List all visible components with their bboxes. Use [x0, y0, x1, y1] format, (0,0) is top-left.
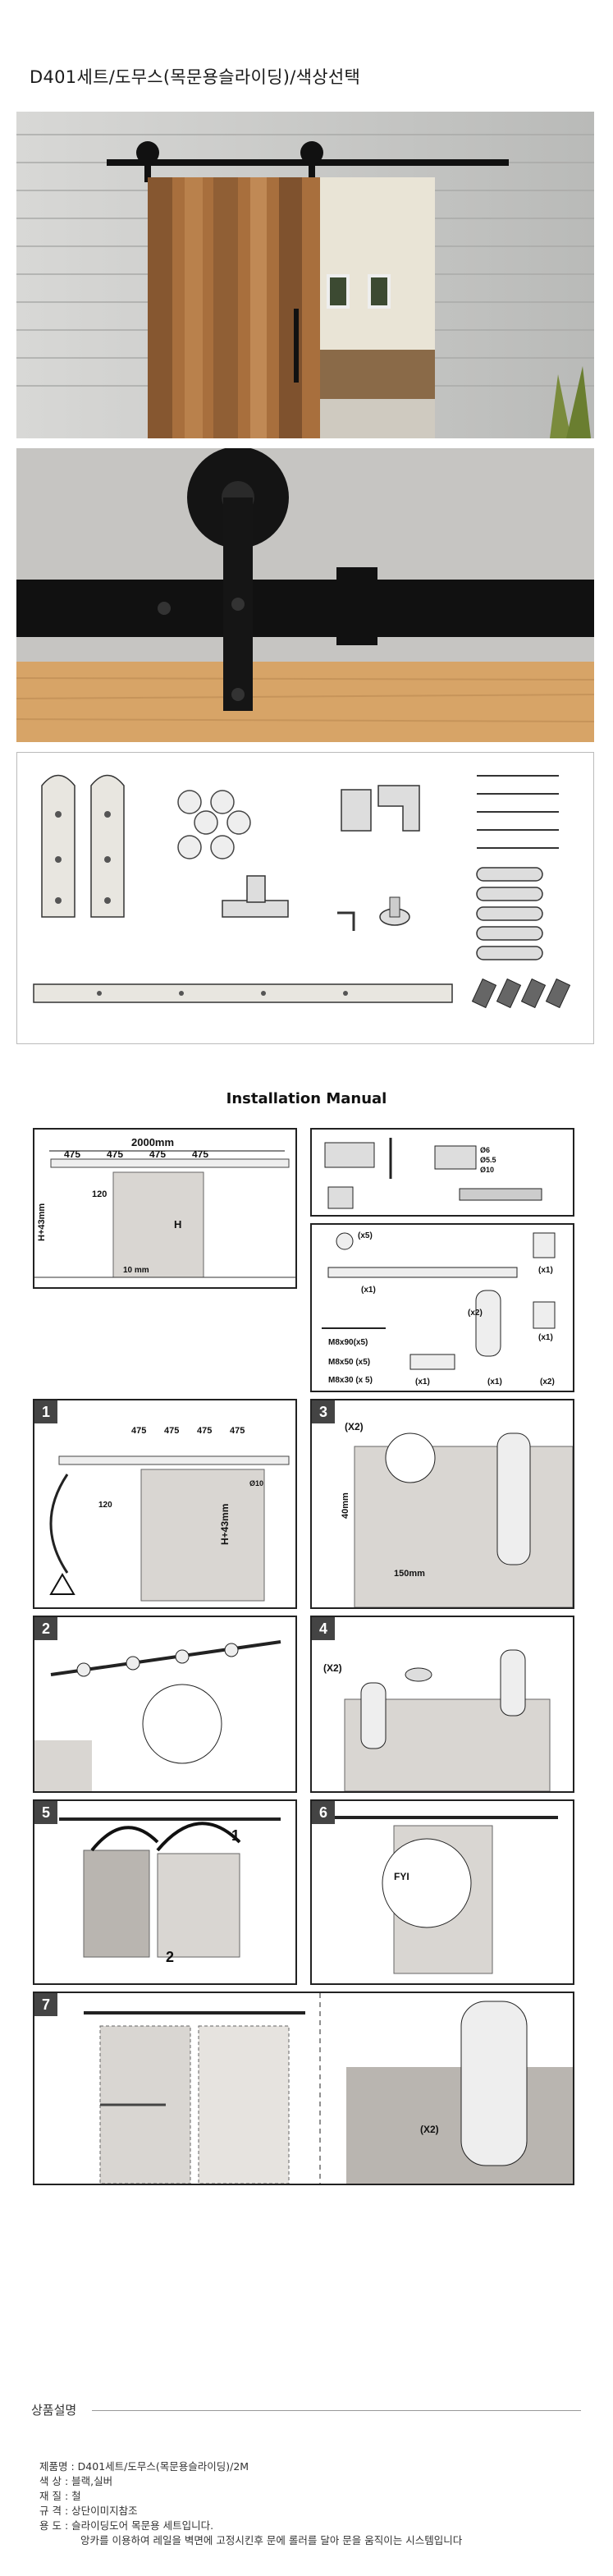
section-divider	[92, 2410, 581, 2411]
svg-text:Ø5.5: Ø5.5	[480, 1156, 496, 1164]
svg-text:475: 475	[192, 1148, 208, 1160]
svg-text:FYI: FYI	[394, 1871, 409, 1882]
spec-row: 색 상 : 블랙,실버	[39, 2475, 113, 2487]
svg-text:150mm: 150mm	[394, 1569, 425, 1579]
svg-text:1: 1	[231, 1827, 240, 1844]
svg-text:(x5): (x5)	[358, 1231, 373, 1240]
svg-text:120: 120	[92, 1189, 107, 1199]
svg-text:(x2): (x2)	[540, 1377, 555, 1387]
svg-text:(x1): (x1)	[415, 1377, 430, 1387]
svg-text:475: 475	[107, 1148, 123, 1160]
step-5-diagram: 5 1 2	[33, 1799, 297, 1985]
step-4-diagram: 4 (X2)	[310, 1616, 574, 1793]
spec-row: 제품명 : D401세트/도무스(목문용슬라이딩)/2M	[39, 2460, 249, 2473]
svg-text:M8x50 (x5): M8x50 (x5)	[328, 1358, 370, 1367]
parts-diagram: (x5) (x1) (x2) (x1) (x1) M8x90(x5) M8x50…	[310, 1223, 574, 1392]
svg-text:2: 2	[166, 1949, 174, 1965]
svg-text:M8x90(x5): M8x90(x5)	[328, 1338, 368, 1347]
spec-row: 규 격 : 상단이미지참조	[39, 2505, 138, 2517]
step-7-diagram: 7 (X2)	[33, 1992, 574, 2185]
kit-contents-panel	[16, 752, 594, 1044]
svg-text:(x1): (x1)	[538, 1333, 553, 1342]
product-photo-door	[16, 112, 594, 438]
dimensions-diagram: 2000mm 475 475 475 475 120 H+43mm H 10 m…	[33, 1128, 297, 1289]
svg-text:Ø6: Ø6	[480, 1146, 490, 1154]
svg-text:(X2): (X2)	[323, 1662, 342, 1674]
svg-text:475: 475	[131, 1426, 146, 1436]
tools-diagram: Ø6 Ø5.5 Ø10	[310, 1128, 574, 1217]
svg-text:475: 475	[64, 1148, 80, 1160]
svg-text:(X2): (X2)	[345, 1421, 364, 1432]
svg-text:475: 475	[149, 1148, 166, 1160]
spec-row: 용 도 : 슬라이딩도어 목문용 세트입니다.	[39, 2519, 214, 2532]
svg-text:(x2): (x2)	[468, 1309, 483, 1318]
hanger-icon	[41, 774, 125, 918]
product-info-title: 상품설명	[31, 2403, 77, 2418]
svg-text:2000mm: 2000mm	[131, 1136, 174, 1148]
svg-text:H: H	[174, 1218, 181, 1231]
svg-text:10 mm: 10 mm	[123, 1266, 149, 1275]
svg-text:M8x30 (x 5): M8x30 (x 5)	[328, 1376, 373, 1385]
svg-text:120: 120	[98, 1501, 112, 1510]
svg-text:(x1): (x1)	[487, 1377, 502, 1387]
svg-text:Ø10: Ø10	[480, 1166, 494, 1174]
step-6-diagram: 6 FYI	[310, 1799, 574, 1985]
svg-text:(x1): (x1)	[361, 1286, 376, 1295]
step-1-diagram: 1 475 475 475 475 120 H+43mm Ø10	[33, 1399, 297, 1609]
spec-row: 재 질 : 철	[39, 2490, 81, 2502]
svg-text:(X2): (X2)	[420, 2124, 439, 2135]
svg-text:Ø10: Ø10	[249, 1479, 263, 1487]
svg-text:H+43mm: H+43mm	[37, 1203, 47, 1241]
svg-text:475: 475	[197, 1426, 212, 1436]
step-3-diagram: 3 (X2) 40mm 150mm	[310, 1399, 574, 1609]
page-title: D401세트/도무스(목문용슬라이딩)/색상선택	[30, 67, 361, 87]
svg-text:475: 475	[164, 1426, 179, 1436]
svg-text:475: 475	[230, 1426, 245, 1436]
svg-text:H+43mm: H+43mm	[219, 1504, 231, 1545]
svg-text:40mm: 40mm	[341, 1492, 350, 1519]
spec-row: 앙카를 이용하여 레일을 벽면에 고정시킨후 문에 롤러를 달아 문을 움직이는…	[80, 2534, 463, 2546]
svg-text:(x1): (x1)	[538, 1266, 553, 1275]
step-2-diagram: 2	[33, 1616, 297, 1793]
manual-title: Installation Manual	[226, 1090, 387, 1107]
product-photo-roller	[16, 448, 594, 742]
